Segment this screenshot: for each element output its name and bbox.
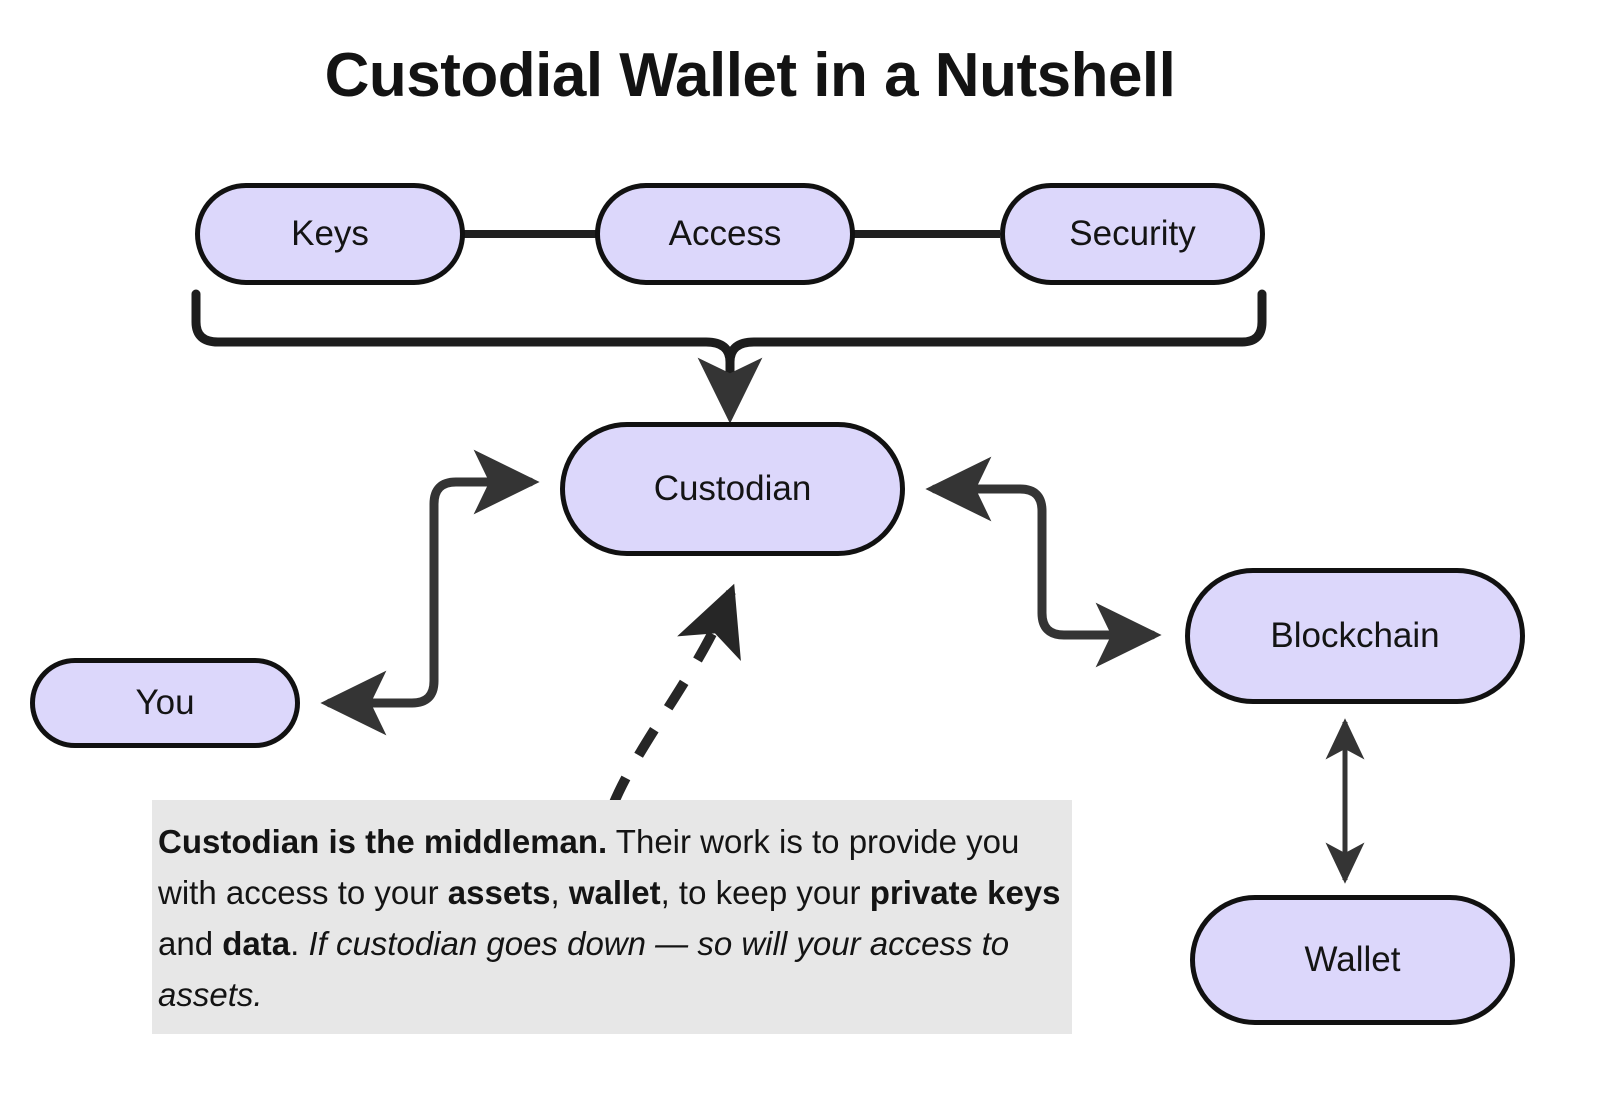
node-you-label: You <box>135 683 195 722</box>
callout-bold-data: data <box>222 925 291 962</box>
callout-italic-tail: If custodian goes down — so will your ac… <box>158 925 1010 1013</box>
callout-text-4: and <box>158 925 223 962</box>
page-title: Custodial Wallet in a Nutshell <box>324 41 1176 110</box>
callout-bold-private-keys: private keys <box>869 874 1061 911</box>
node-wallet-label: Wallet <box>1304 940 1401 979</box>
callout-text-5: . <box>290 925 309 962</box>
edge-you-custodian <box>320 449 540 736</box>
callout-lead: Custodian is the middleman. <box>158 823 608 860</box>
node-blockchain-label: Blockchain <box>1270 616 1440 655</box>
callout-bold-wallet: wallet <box>568 874 661 911</box>
edge-custodian-blockchain <box>925 456 1162 668</box>
callout-text-3: , to keep your <box>660 874 870 911</box>
node-blockchain[interactable]: Blockchain <box>1185 568 1525 704</box>
edge-callout-custodian <box>608 583 741 807</box>
callout-text-2: , <box>550 874 569 911</box>
node-access-label: Access <box>668 214 782 253</box>
node-security-label: Security <box>1069 214 1196 253</box>
callout-bold-assets: assets <box>447 874 551 911</box>
node-keys-label: Keys <box>291 214 369 253</box>
group-brace <box>191 289 1267 363</box>
node-access[interactable]: Access <box>595 183 855 285</box>
node-keys[interactable]: Keys <box>195 183 465 285</box>
node-custodian[interactable]: Custodian <box>560 422 905 556</box>
node-security[interactable]: Security <box>1000 183 1265 285</box>
node-wallet[interactable]: Wallet <box>1190 895 1515 1025</box>
node-you[interactable]: You <box>30 658 300 748</box>
callout-note: Custodian is the middleman. Their work i… <box>152 800 1072 1034</box>
node-custodian-label: Custodian <box>653 469 812 508</box>
callout-text-1: Their work is to provide you with access… <box>158 823 1020 911</box>
